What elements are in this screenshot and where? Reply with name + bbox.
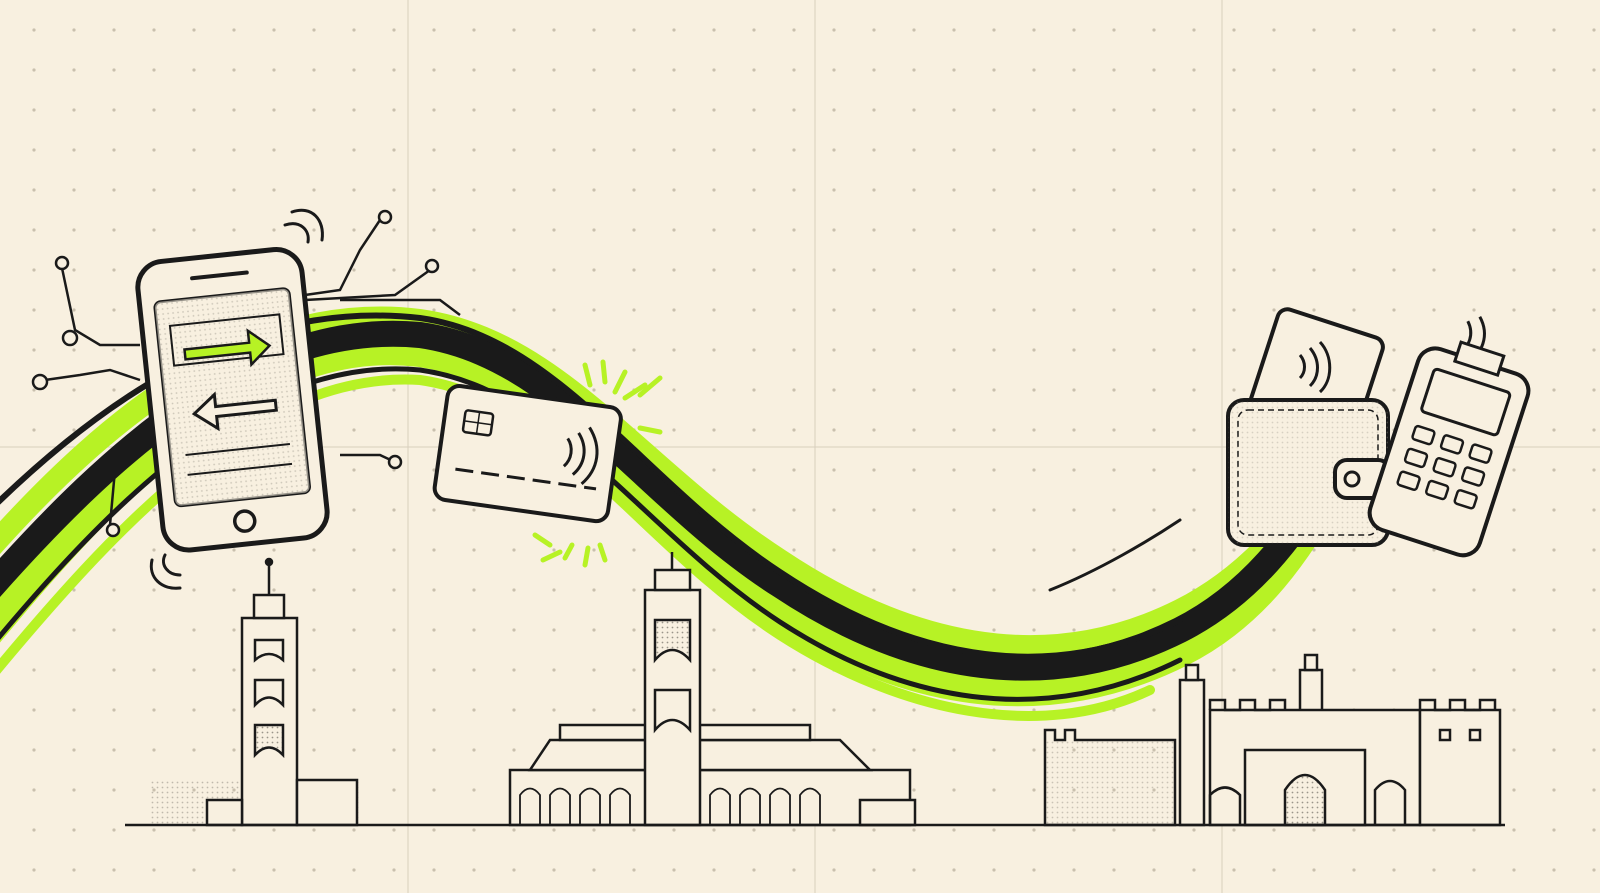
payment-terminal-icon: [1367, 315, 1531, 558]
sparkle-burst: [532, 359, 663, 568]
medina-gate-walls: [1043, 653, 1502, 827]
smartphone-transfer-icon: [135, 246, 330, 553]
vibration-lines: [149, 208, 324, 590]
hassan-ii-mosque: [508, 552, 917, 827]
wallet-icon: [1226, 307, 1392, 547]
circuit-lines: [31, 209, 461, 538]
contactless-card-icon: [432, 384, 623, 524]
koutoubia-minaret: [150, 557, 360, 827]
